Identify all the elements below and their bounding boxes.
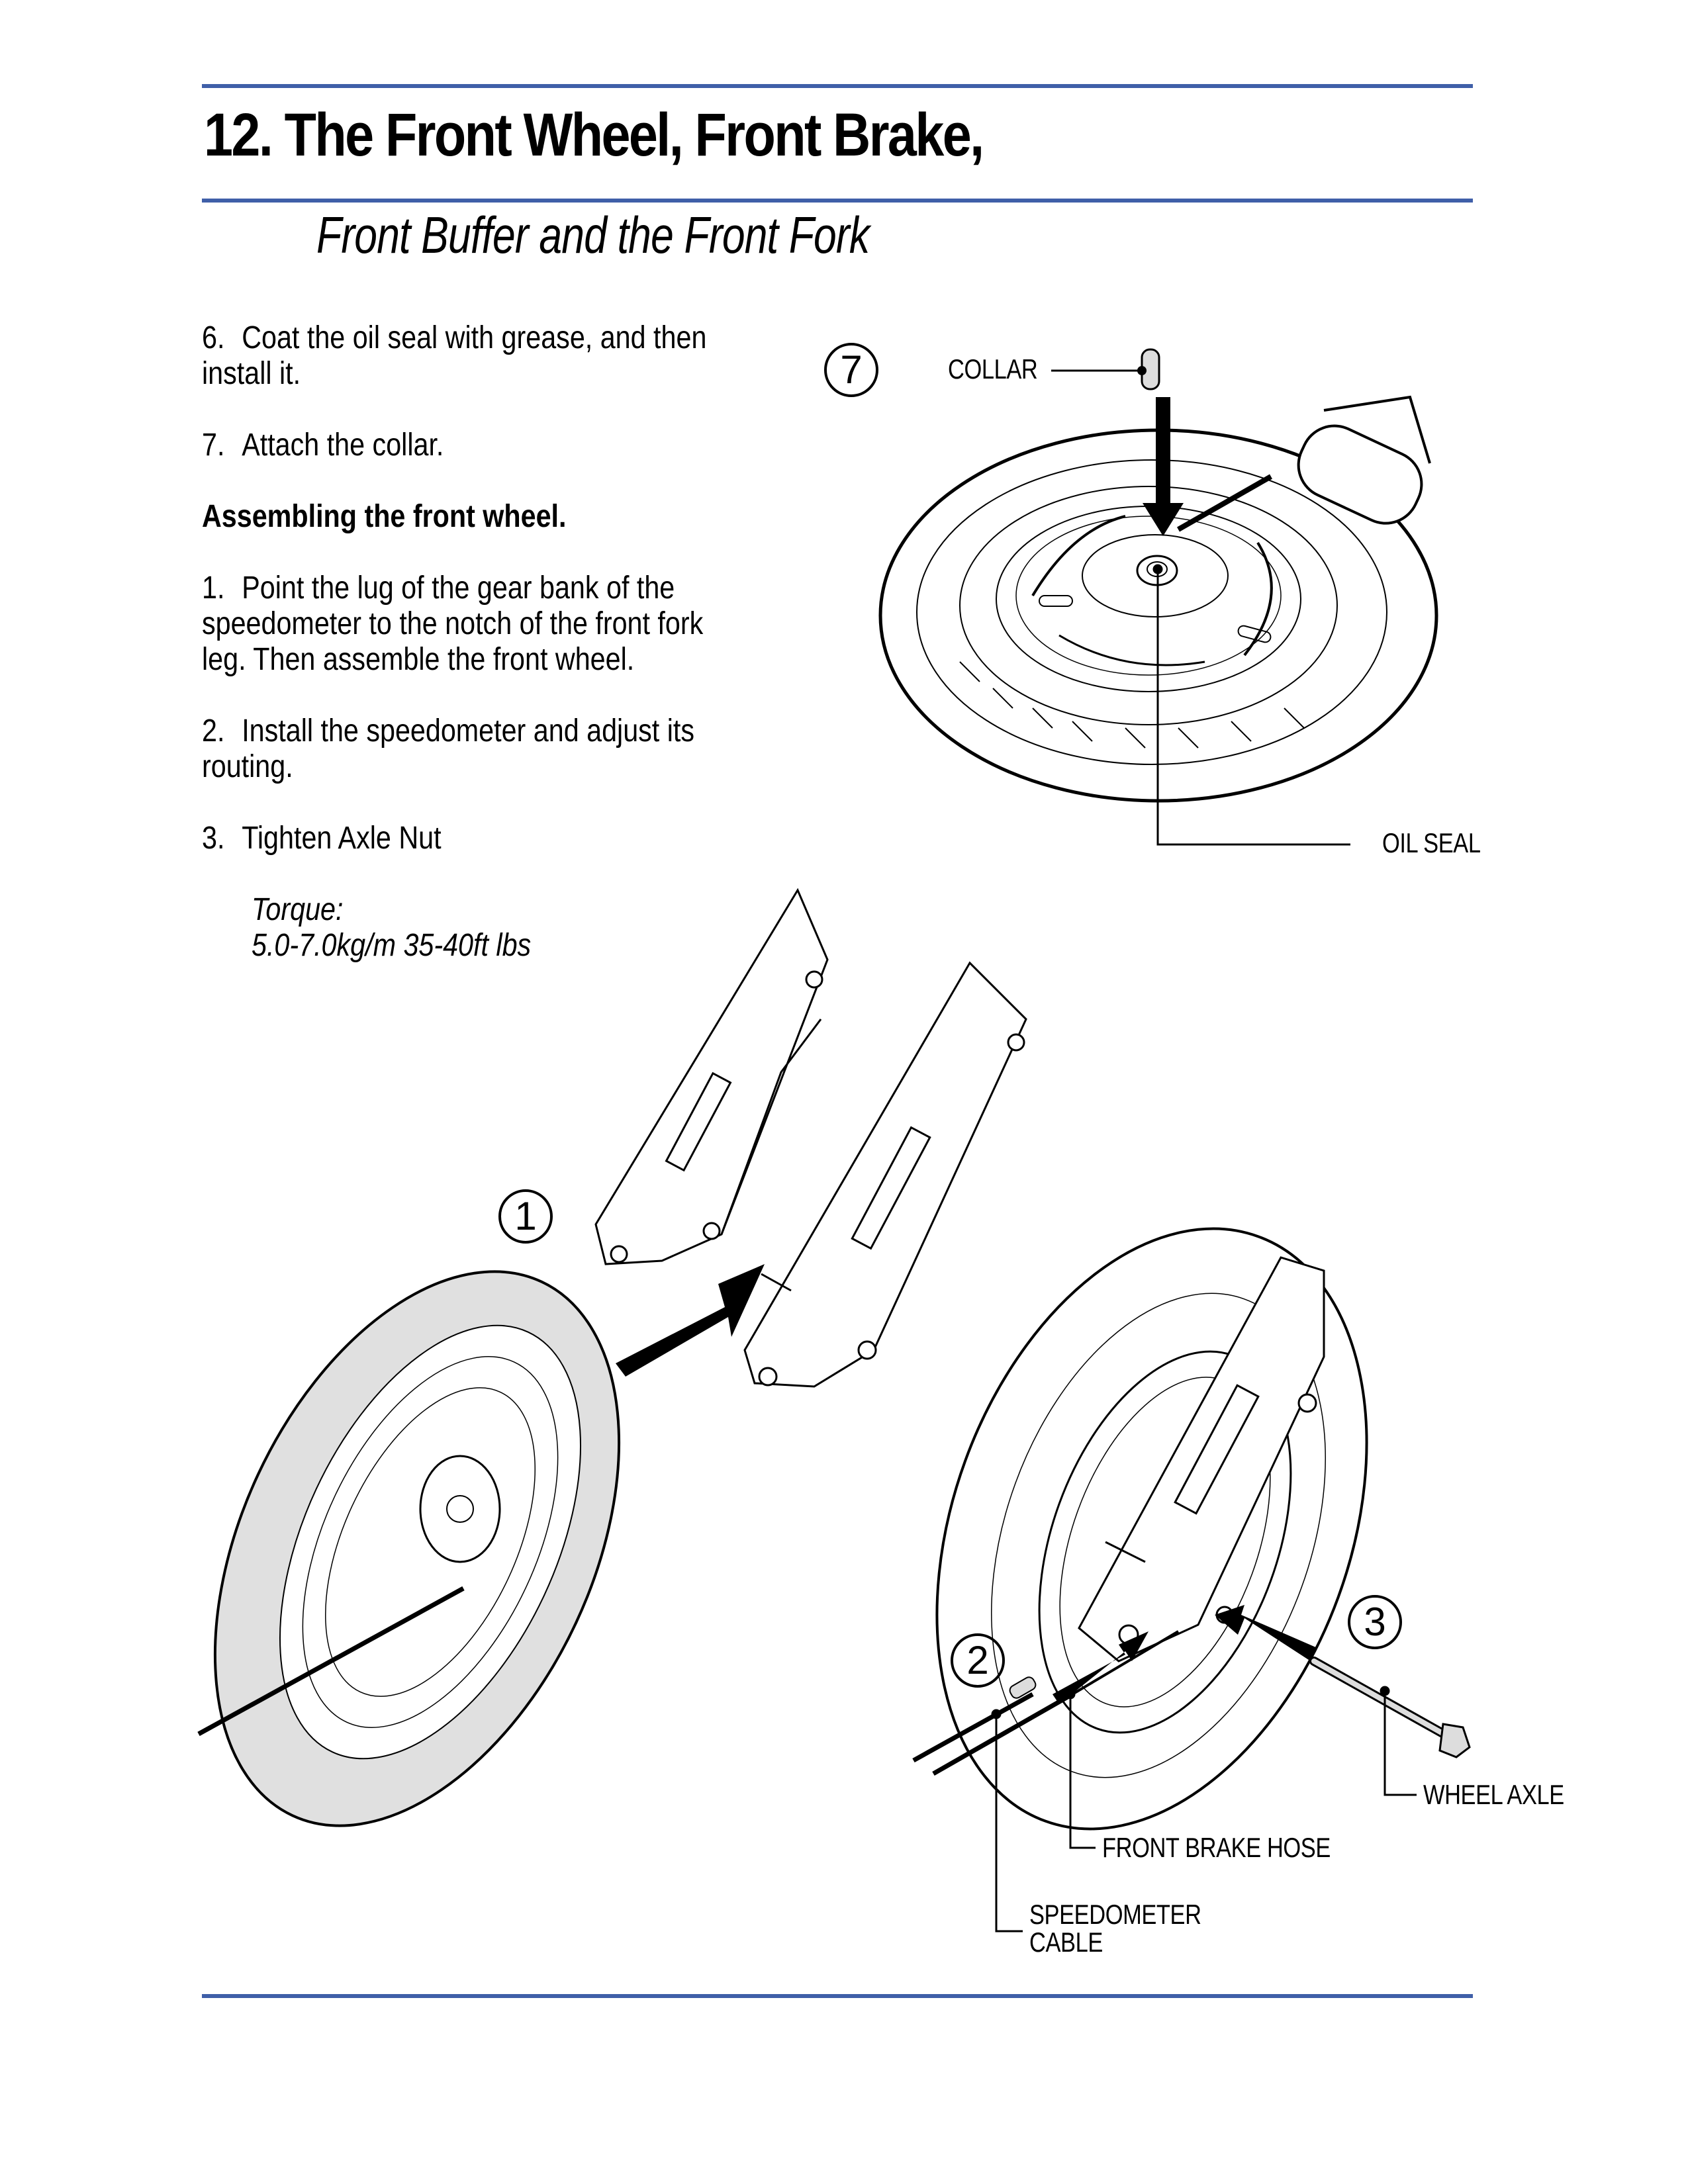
page-title: 12. The Front Wheel, Front Brake,: [204, 101, 984, 169]
step-badge-2: 2: [951, 1633, 1005, 1688]
insert-arrow-left-icon: [1053, 1631, 1149, 1704]
figure-23-fork: [1078, 1256, 1325, 1662]
speedometer-cable: [912, 1692, 1034, 1763]
figure-1-fork-left: [594, 887, 829, 1265]
header-rule-middle: [202, 199, 1473, 203]
header-rule-top: [202, 84, 1473, 88]
label-speedometer-cable: SPEEDOMETER CABLE: [1029, 1899, 1201, 1958]
label-front-brake-hose: FRONT BRAKE HOSE: [1102, 1832, 1331, 1863]
figure-1-fork-right: [743, 961, 1027, 1388]
oil-seal-leader: [1152, 564, 1350, 846]
assembly-step-2: 2.Install the speedometer and adjust its…: [202, 713, 695, 784]
assembly-step-1: 1.Point the lug of the gear bank of the …: [202, 570, 704, 677]
insert-arrow-axle-icon: [1215, 1605, 1317, 1661]
wheel-axle-part: [1309, 1657, 1471, 1758]
step-badge-3: 3: [1348, 1595, 1402, 1649]
step-badge-1: 1: [498, 1189, 553, 1244]
label-oil-seal: OIL SEAL: [1382, 827, 1481, 858]
footer-rule: [202, 1994, 1473, 1998]
assembly-arrow-right-icon: [616, 1264, 765, 1377]
label-wheel-axle: WHEEL AXLE: [1423, 1779, 1564, 1810]
front-brake-hose: [932, 1630, 1180, 1776]
step-7: 7.Attach the collar.: [202, 428, 444, 463]
label-collar: COLLAR: [948, 353, 1038, 385]
callout-leaders: [991, 1686, 1417, 1933]
step-6: 6.Coat the oil seal with grease, and the…: [202, 320, 707, 391]
step-badge-7: 7: [824, 343, 878, 397]
torque-label: Torque:: [252, 892, 344, 927]
speedometer-plug: [1009, 1676, 1037, 1699]
section-heading: Assembling the front wheel.: [202, 499, 567, 534]
figure-1-wheel: [197, 1270, 621, 1827]
down-arrow-icon: [1143, 397, 1184, 536]
assembly-step-3: 3.Tighten Axle Nut: [202, 821, 442, 856]
torque-spec: Torque: 5.0-7.0kg/m 35-40ft lbs: [252, 892, 653, 964]
instructions-column: 6.Coat the oil seal with grease, and the…: [202, 320, 718, 964]
collar-part: [1051, 348, 1160, 390]
page-subtitle: Front Buffer and the Front Fork: [316, 206, 870, 264]
torque-value: 5.0-7.0kg/m 35-40ft lbs: [252, 928, 532, 963]
